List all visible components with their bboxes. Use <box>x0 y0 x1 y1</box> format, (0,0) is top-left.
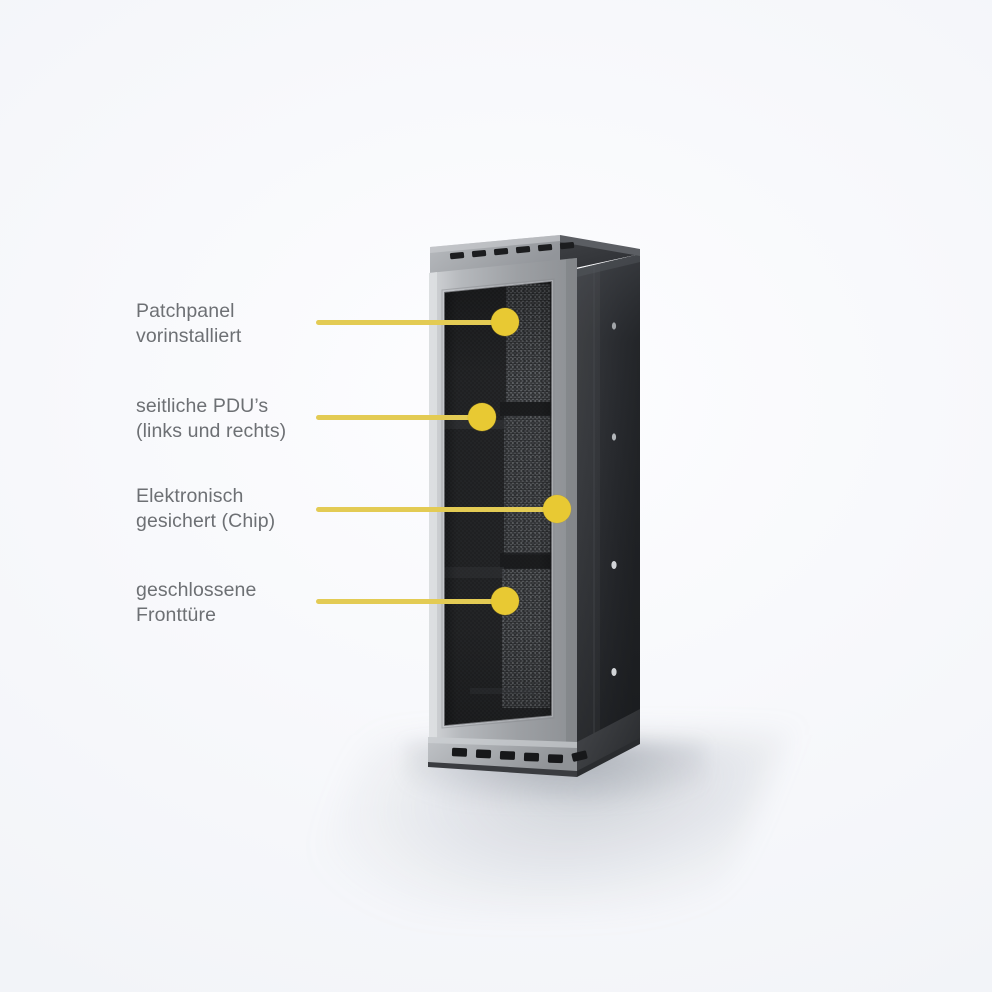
callout-dot-pdu[interactable] <box>468 403 496 431</box>
cabinet-base <box>428 709 640 777</box>
side-panel-screws <box>611 322 617 676</box>
callout-dot-frontdoor[interactable] <box>491 587 519 615</box>
callout-label-frontdoor: geschlossene Fronttüre <box>136 579 257 626</box>
rack-equipment <box>444 281 552 726</box>
callout-line-frontdoor <box>316 599 506 604</box>
floor-shadow-contact <box>405 742 705 802</box>
cabinet-side-panel <box>577 254 640 745</box>
callout-dot-patchpanel[interactable] <box>491 308 519 336</box>
callout-line-patchpanel <box>316 320 506 325</box>
callout-dot-lock[interactable] <box>543 495 571 523</box>
base-vent-slots <box>451 747 588 764</box>
callout-label-lock: Elektronisch gesichert (Chip) <box>136 485 276 532</box>
top-vent-slots <box>449 241 575 260</box>
callout-label-pdu: seitliche PDU’s (links und rechts) <box>136 395 287 442</box>
callout-line-lock <box>316 507 559 512</box>
callout-label-patchpanel: Patchpanel vorinstalliert <box>136 300 242 347</box>
floor-shadow <box>293 735 787 915</box>
cabinet-top <box>430 235 640 276</box>
callout-line-pdu <box>316 415 484 420</box>
